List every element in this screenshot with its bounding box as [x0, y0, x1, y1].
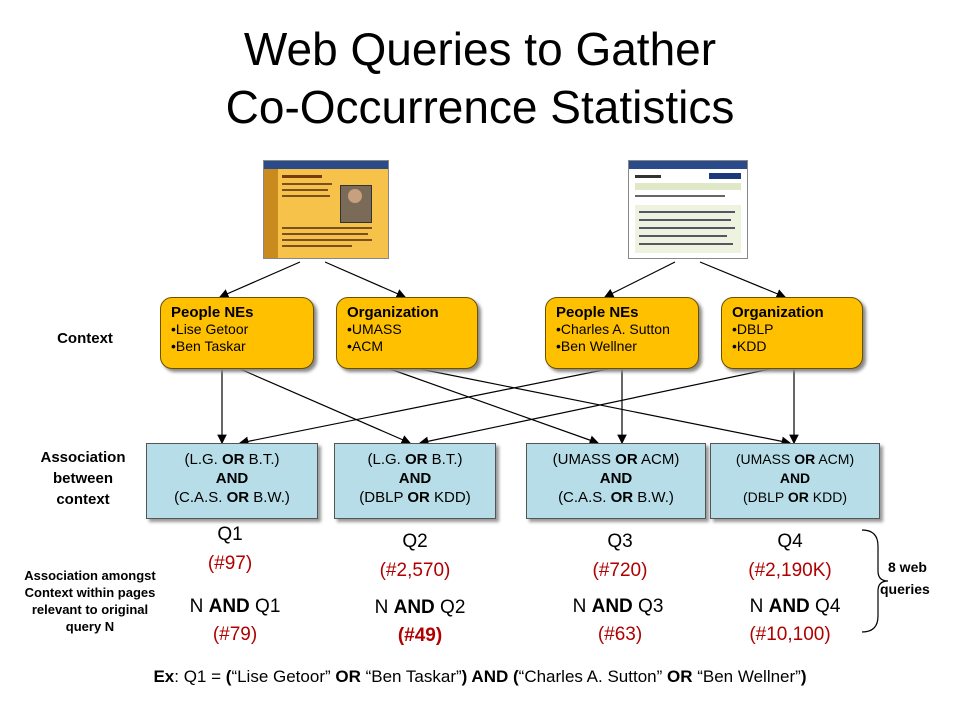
query-name-q2: Q2 — [402, 531, 428, 552]
arrow-page1-to-org — [324, 261, 407, 299]
n-and-q1: N AND Q1 — [189, 596, 281, 617]
association-amongst-label: Association amongst Context within pages… — [24, 568, 156, 634]
arrow-page1-to-people — [218, 261, 301, 299]
assoc-box-q1: (L.G. OR B.T.) AND (C.A.S. OR B.W.) — [146, 443, 318, 519]
arrow-ctx2-to-q4 — [419, 368, 792, 447]
n-and-q1-count: (#79) — [212, 624, 258, 645]
assoc-box-q4: (UMASS OR ACM) AND (DBLP OR KDD) — [710, 443, 880, 519]
context-box-org-1: Organization •UMASS •ACM — [336, 297, 478, 369]
arrow-ctx1-to-q2 — [239, 368, 412, 445]
webpage-thumbnail-2 — [628, 160, 748, 259]
webpage-thumbnail-1 — [263, 160, 389, 259]
n-and-q2-count: (#49) — [397, 625, 443, 646]
query-name-q4: Q4 — [777, 531, 803, 552]
query-count-q3: (#720) — [592, 560, 648, 581]
context-box-people-1: People NEs •Lise Getoor •Ben Taskar — [160, 297, 314, 369]
query-count-q2: (#2,570) — [379, 560, 451, 581]
association-between-label: Association between context — [40, 449, 126, 508]
title-line-1: Web Queries to Gather — [243, 23, 717, 75]
arrow-ctx2-to-q3 — [389, 368, 600, 445]
context-box-org-2: Organization •DBLP •KDD — [721, 297, 863, 369]
arrow-page2-to-people — [603, 261, 676, 298]
context-box-people-2: People NEs •Charles A. Sutton •Ben Welln… — [545, 297, 699, 369]
query-name-q3: Q3 — [607, 531, 633, 552]
query-count-q1: (#97) — [207, 553, 253, 574]
query-name-q1: Q1 — [217, 524, 243, 545]
n-and-q4: N AND Q4 — [749, 596, 841, 617]
brace-label: 8 web queries — [880, 559, 930, 597]
n-and-q3: N AND Q3 — [572, 596, 664, 617]
assoc-box-q3: (UMASS OR ACM) AND (C.A.S. OR B.W.) — [526, 443, 706, 519]
n-and-q4-count: (#10,100) — [749, 624, 831, 645]
example-line: Ex: Q1 = (“Lise Getoor” OR “Ben Taskar”)… — [153, 667, 807, 686]
arrow-ctx4-to-q2 — [418, 368, 771, 446]
n-and-q2: N AND Q2 — [374, 597, 466, 618]
title-line-2: Co-Occurrence Statistics — [225, 81, 735, 133]
queries-brace — [861, 529, 889, 633]
assoc-box-q2: (L.G. OR B.T.) AND (DBLP OR KDD) — [334, 443, 496, 519]
n-and-q3-count: (#63) — [597, 624, 643, 645]
context-label: Context — [57, 330, 113, 347]
query-count-q4: (#2,190K) — [748, 560, 832, 581]
arrow-page2-to-org — [699, 261, 787, 299]
arrow-ctx3-to-q1 — [238, 368, 609, 447]
